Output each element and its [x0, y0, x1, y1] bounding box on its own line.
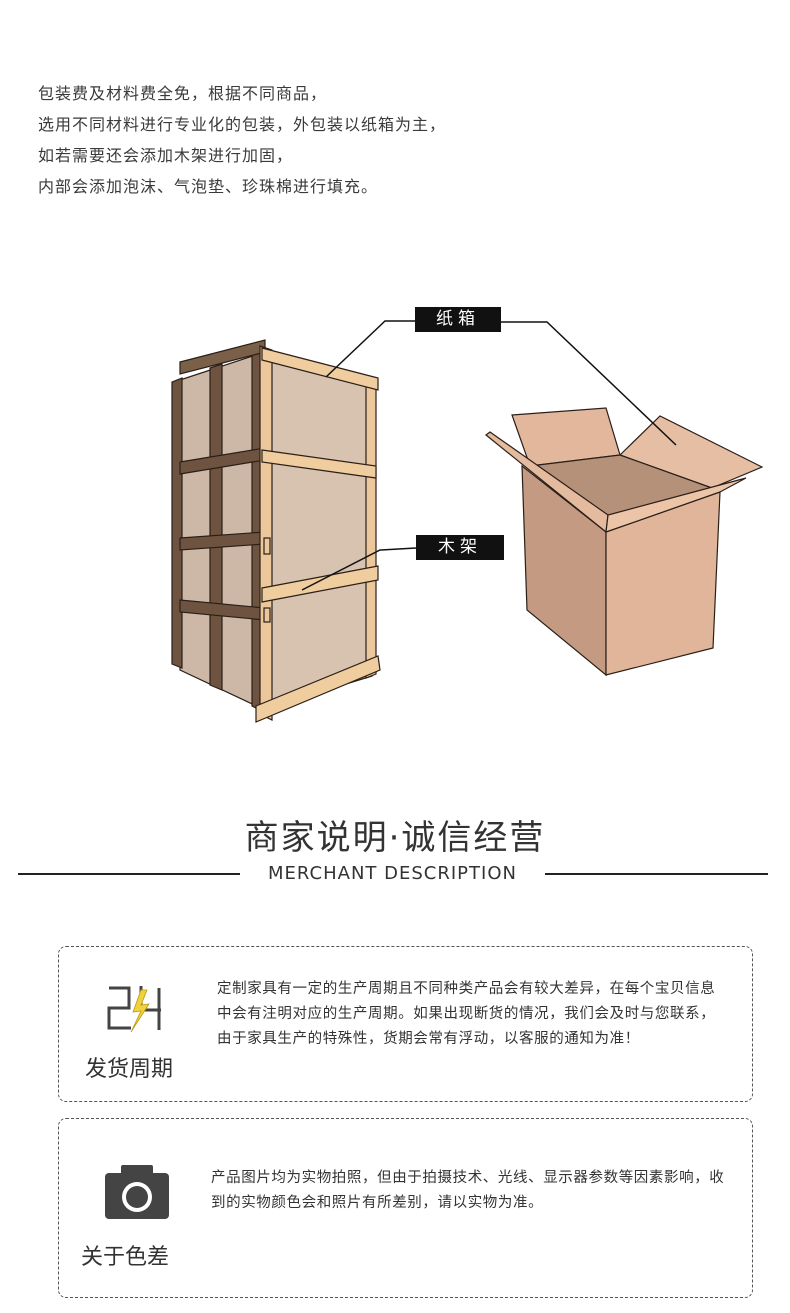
intro-text: 包装费及材料费全免，根据不同商品， 选用不同材料进行专业化的包装，外包装以纸箱为… [38, 78, 446, 202]
wooden-crate-icon [171, 339, 381, 723]
color-difference-card: 关于色差 产品图片均为实物拍照，但由于拍摄技术、光线、显示器参数等因素影响，收到… [58, 1118, 753, 1298]
callout-lines [301, 320, 677, 591]
shipping-cycle-card: 发货周期 定制家具有一定的生产周期且不同种类产品会有较大差异，在每个宝贝信息中会… [58, 946, 753, 1102]
section-subtitle: MERCHANT DESCRIPTION [268, 863, 517, 884]
packaging-illustration: 纸箱 木架 [0, 270, 790, 750]
section-title: 商家说明·诚信经营 [244, 818, 546, 858]
intro-line: 内部会添加泡沫、气泡垫、珍珠棉进行填充。 [38, 177, 379, 196]
carton-box-label: 纸箱 [415, 307, 501, 332]
shipping-cycle-text: 定制家具有一定的生产周期且不同种类产品会有较大差异，在每个宝贝信息中会有注明对应… [217, 981, 716, 1047]
carton-box-icon [485, 407, 764, 677]
section-subtitle-row: MERCHANT DESCRIPTION [0, 860, 790, 888]
camera-icon [105, 1165, 171, 1225]
intro-line: 包装费及材料费全免，根据不同商品， [38, 84, 328, 103]
24-hour-lightning-icon [105, 984, 165, 1040]
divider-left [18, 873, 240, 875]
color-difference-label: 关于色差 [81, 1245, 170, 1270]
divider-right [545, 873, 768, 875]
intro-line: 选用不同材料进行专业化的包装，外包装以纸箱为主， [38, 115, 447, 134]
wooden-frame-label: 木架 [416, 535, 504, 560]
intro-line: 如若需要还会添加木架进行加固， [38, 146, 294, 165]
packaging-drawing [171, 320, 764, 723]
shipping-cycle-label: 发货周期 [85, 1057, 174, 1082]
color-difference-text: 产品图片均为实物拍照，但由于拍摄技术、光线、显示器参数等因素影响，收到的实物颜色… [211, 1170, 725, 1211]
